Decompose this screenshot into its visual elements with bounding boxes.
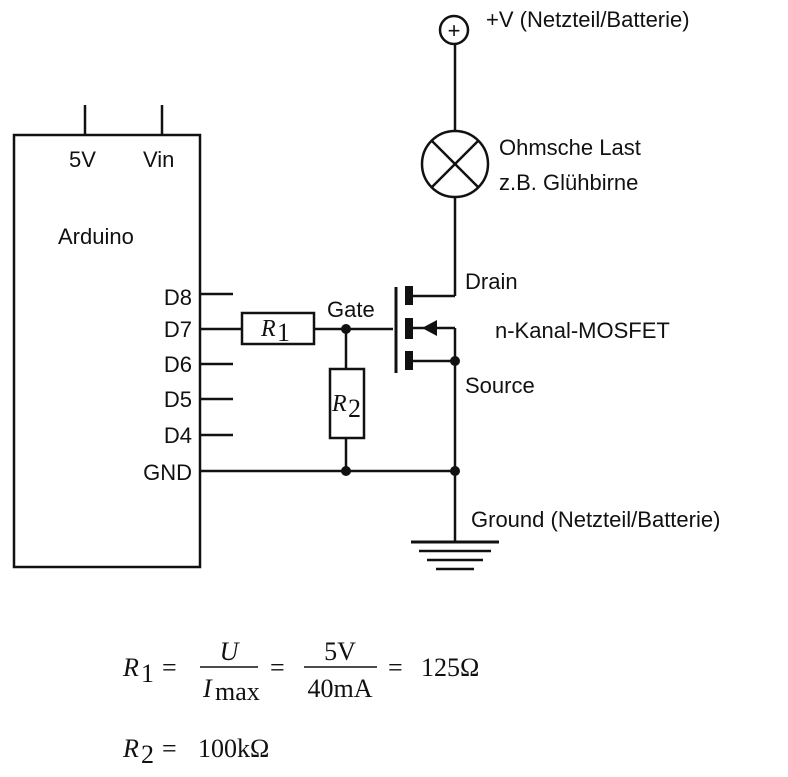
pin-d4-label: D4 — [164, 423, 192, 448]
formula1-eq3: = — [388, 653, 403, 682]
resistor-r1-symbol: R — [260, 316, 276, 342]
formula1-frac1-num: U — [220, 637, 241, 666]
formula-r2: R 2 = 100kΩ — [122, 734, 269, 769]
supply-terminal — [438, 14, 470, 46]
pin-d8-label: D8 — [164, 285, 192, 310]
mosfet-label: n-Kanal-MOSFET — [495, 318, 670, 343]
formula1-eq2: = — [270, 653, 285, 682]
lamp-symbol — [420, 129, 490, 199]
plus-symbol: + — [448, 18, 461, 43]
arduino-board — [12, 133, 202, 569]
pin-5v-label: 5V — [69, 147, 96, 172]
resistor-r1-sub: 1 — [277, 318, 290, 347]
resistor-r2-symbol: R — [331, 391, 347, 417]
formula1-lhs-sub: 1 — [141, 659, 154, 688]
pin-vin-label: Vin — [143, 147, 174, 172]
mosfet-symbol — [394, 286, 457, 373]
formula2-value: 100kΩ — [198, 734, 269, 763]
formula2-lhs-sub: 2 — [141, 740, 154, 769]
gate-label: Gate — [327, 297, 375, 322]
arduino-label: Arduino — [58, 224, 134, 249]
formula1-frac1-den: I — [202, 674, 213, 703]
formula1-frac2-num: 5V — [324, 637, 356, 666]
source-label: Source — [465, 373, 535, 398]
pin-d5-label: D5 — [164, 387, 192, 412]
drain-label: Drain — [465, 269, 518, 294]
resistor-r2-sub: 2 — [348, 394, 361, 423]
formula1-frac1-den-sub: max — [215, 677, 260, 706]
formula1-eq1: = — [162, 653, 177, 682]
ground-symbol — [411, 540, 499, 571]
formula2-eq: = — [162, 734, 177, 763]
formula-r1: R 1 = U I max = 5V 40mA = 125Ω — [122, 637, 479, 706]
ground-label: Ground (Netzteil/Batterie) — [471, 507, 720, 532]
formula1-frac2-den: 40mA — [308, 674, 373, 703]
pin-d6-label: D6 — [164, 352, 192, 377]
formula1-lhs: R — [122, 653, 139, 682]
load-label-line1: Ohmsche Last — [499, 135, 641, 160]
load-label-line2: z.B. Glühbirne — [499, 170, 638, 195]
pin-gnd-label: GND — [143, 460, 192, 485]
formula2-lhs: R — [122, 734, 139, 763]
supply-label: +V (Netzteil/Batterie) — [486, 7, 690, 32]
pin-d7-label: D7 — [164, 317, 192, 342]
formula1-result: 125Ω — [421, 653, 479, 682]
